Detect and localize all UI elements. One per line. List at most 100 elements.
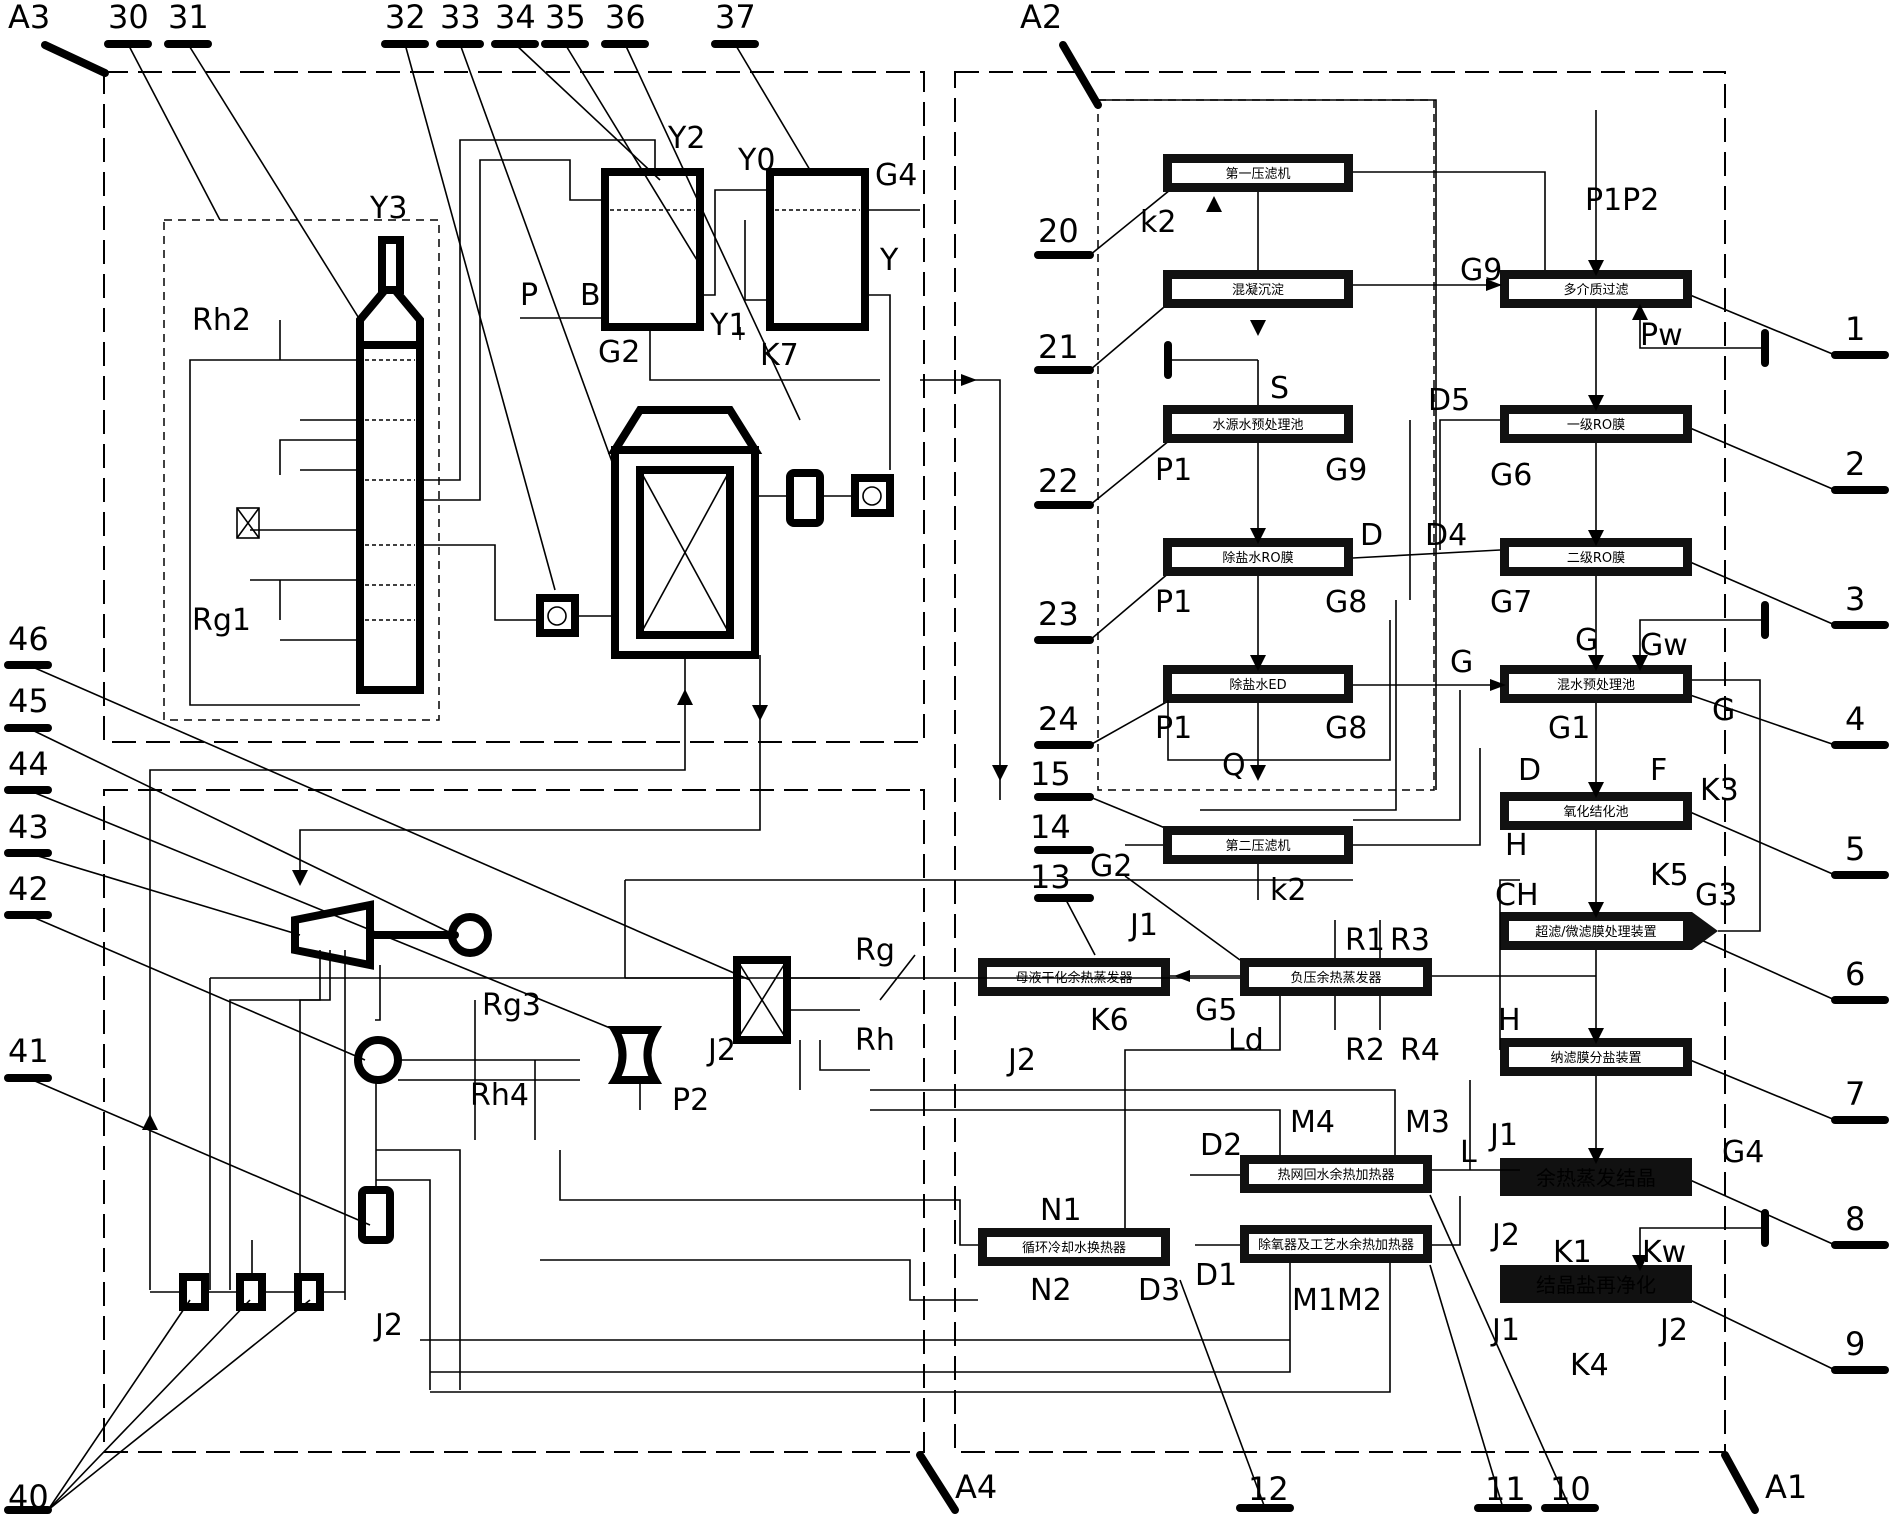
- label-ch: CH: [1495, 878, 1539, 913]
- label-n1: N1: [1040, 1193, 1082, 1228]
- label-d3: D3: [1138, 1273, 1180, 1308]
- num-34: 34: [495, 0, 536, 36]
- label-h-b: H: [1498, 1003, 1521, 1038]
- label-r3: R3: [1390, 923, 1430, 958]
- num-12: 12: [1248, 1470, 1289, 1508]
- num-9: 9: [1845, 1325, 1865, 1363]
- stream-labels-a3: Y3 Y2 Y0 G4 Y Y1 K7 B P G2 Rh2 Rg1: [192, 121, 917, 638]
- pump-3: [294, 1273, 324, 1311]
- label-y0: Y0: [737, 143, 775, 178]
- label-p1-c: P1: [1155, 711, 1192, 746]
- label-p1-b: P1: [1155, 585, 1192, 620]
- bar-desulfur-pretreat: 水源水预处理池: [1163, 405, 1353, 443]
- label-h-a: H: [1505, 828, 1528, 863]
- label-j2-a: J2: [1006, 1043, 1036, 1078]
- bar-desalt-ro: 除盐水RO膜: [1163, 538, 1353, 576]
- vessel-y2: [601, 168, 704, 331]
- label-k1: K1: [1553, 1235, 1592, 1270]
- label-k3: K3: [1700, 773, 1739, 808]
- num-42: 42: [8, 870, 49, 908]
- bar-ro-stage1: 一级RO膜: [1500, 405, 1692, 443]
- flow-arrows: [142, 196, 1648, 1271]
- label-a1: A1: [1765, 1468, 1807, 1506]
- label-j1-a: J1: [1128, 908, 1158, 943]
- text-coagulation: 混凝沉淀: [1232, 282, 1284, 298]
- bar-wastewater-pretreat: 混水预处理池: [1500, 665, 1692, 703]
- num-46: 46: [8, 620, 49, 658]
- label-b: B: [580, 278, 601, 313]
- label-r4: R4: [1400, 1033, 1440, 1068]
- num-33: 33: [440, 0, 481, 36]
- text-ro-stage2: 二级RO膜: [1567, 551, 1625, 566]
- label-ld: Ld: [1228, 1023, 1264, 1058]
- label-d: D: [1360, 518, 1383, 553]
- num-6: 6: [1845, 955, 1865, 993]
- label-d5: D5: [1428, 383, 1470, 418]
- text-waste-heat-crystal: 余热蒸发结晶: [1536, 1166, 1656, 1190]
- label-g2-top: G2: [598, 335, 640, 370]
- label-g-side: G: [1712, 693, 1735, 728]
- label-f: F: [1650, 753, 1667, 788]
- region-a3-frame: [103, 71, 925, 743]
- label-g4-top: G4: [875, 158, 917, 193]
- label-a4: A4: [955, 1468, 997, 1506]
- bar-vacuum-evaporator: 负压余热蒸发器: [1240, 958, 1432, 996]
- label-g1: G1: [1548, 711, 1590, 746]
- a3-equipment: [149, 139, 1001, 1290]
- a4-marker: [916, 1451, 959, 1514]
- text-multimedia-filter: 多介质过滤: [1563, 282, 1628, 298]
- text-wastewater-pretreat: 混水预处理池: [1557, 678, 1635, 693]
- num-36: 36: [605, 0, 646, 36]
- region-boiler-frame: [163, 219, 440, 721]
- cooling-tower: [607, 1026, 663, 1084]
- waste-heat-exchanger: [733, 956, 791, 1044]
- label-k7: K7: [760, 338, 799, 373]
- label-kw: Kw: [1642, 1235, 1686, 1270]
- bar-second-filter-press: 第二压滤机: [1163, 826, 1353, 864]
- label-k6: K6: [1090, 1003, 1129, 1038]
- label-j2-d: J2: [373, 1308, 403, 1343]
- label-pw: Pw: [1640, 318, 1683, 353]
- label-j2-e: J2: [1658, 1313, 1688, 1348]
- label-g-a: G: [1575, 623, 1598, 658]
- label-g4-b: G4: [1722, 1135, 1764, 1170]
- pump-1: [179, 1273, 209, 1311]
- num-5: 5: [1845, 830, 1865, 868]
- filter-unit: [786, 469, 824, 527]
- text-nano-filter: 纳滤膜分盐装置: [1550, 1051, 1641, 1066]
- label-p: P: [520, 278, 538, 313]
- label-p1-a: P1: [1155, 453, 1192, 488]
- label-l: L: [1460, 1135, 1477, 1170]
- label-m4: M4: [1290, 1105, 1335, 1140]
- pump-2: [236, 1273, 266, 1311]
- label-g7: G7: [1490, 585, 1532, 620]
- label-q: Q: [1222, 748, 1246, 783]
- bar-heat-net-heater: 热网回水余热加热器: [1240, 1155, 1432, 1193]
- label-y1: Y1: [709, 308, 747, 343]
- bar-dry-evaporator: 母液干化余热蒸发器: [978, 958, 1170, 996]
- label-s: S: [1270, 371, 1289, 406]
- label-gw: Gw: [1640, 628, 1688, 663]
- left-number-labels: 46 45 44 43 42 41 40: [4, 620, 751, 1516]
- label-j1-c: J1: [1490, 1313, 1520, 1348]
- bar-desalt-ed: 除盐水ED: [1163, 665, 1353, 703]
- num-37: 37: [715, 0, 756, 36]
- num-15: 15: [1030, 755, 1071, 793]
- text-deaerator-heater: 除氧器及工艺水余热加热器: [1258, 1237, 1414, 1253]
- deaerator-tank: [358, 1186, 394, 1244]
- num-44: 44: [8, 745, 49, 783]
- label-a3: A3: [8, 0, 50, 36]
- a3-marker: [41, 41, 109, 77]
- label-d2: D2: [1200, 1128, 1242, 1163]
- bar-deaerator-heater: 除氧器及工艺水余热加热器: [1240, 1225, 1432, 1263]
- bar-nano-filter: 纳滤膜分盐装置: [1500, 1038, 1692, 1076]
- num-23: 23: [1038, 595, 1079, 633]
- num-11: 11: [1485, 1470, 1526, 1508]
- bar-waste-heat-crystal: 余热蒸发结晶: [1500, 1158, 1692, 1196]
- steam-turbine: [291, 900, 374, 970]
- num-31: 31: [168, 0, 209, 36]
- label-m3: M3: [1405, 1105, 1450, 1140]
- num-41: 41: [8, 1032, 49, 1070]
- label-d4: D4: [1425, 518, 1467, 553]
